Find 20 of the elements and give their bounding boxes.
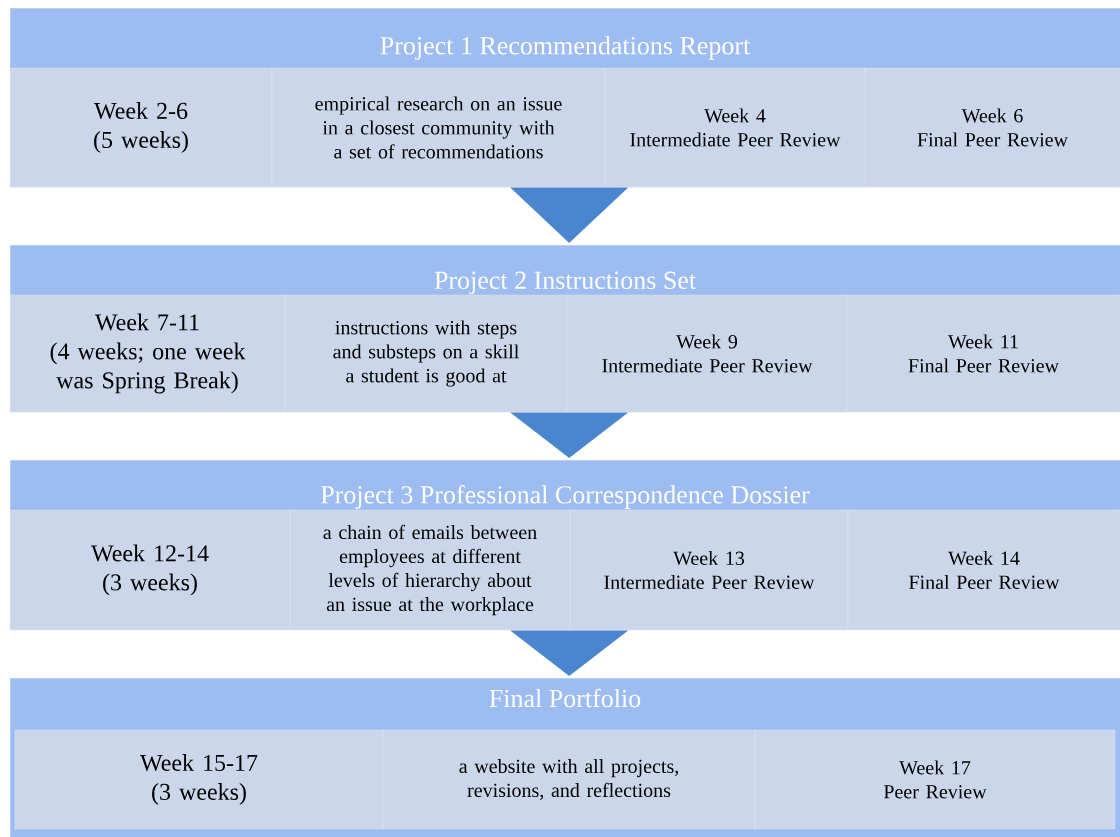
- table-cell: Week 17 Peer Review: [754, 729, 1116, 830]
- chevron-arrow: [510, 412, 629, 458]
- node-label: Final Peer Review: [909, 574, 1060, 590]
- table-cell: Week 4 Intermediate Peer Review: [604, 67, 866, 188]
- table-cell: Week 6 Final Peer Review: [864, 67, 1120, 188]
- table-cell: Week 7-11 (4 weeks; one week was Spring Break): [9, 294, 286, 413]
- table-cell: Week 15-17 (3 weeks): [14, 729, 384, 830]
- table-cell: a website with all projects, revisions, and reflections: [382, 729, 756, 830]
- table-cell: Week 12-14 (3 weeks): [9, 509, 291, 631]
- table-cell: Week 2-6 (5 weeks): [9, 67, 273, 188]
- table-cell: empirical research on an issue in a closest community with a set of recommendations: [271, 67, 606, 188]
- table-cell: Week 9 Intermediate Peer Review: [566, 294, 848, 413]
- table-cell: Week 11 Final Peer Review: [846, 294, 1120, 413]
- table-cell: instructions with steps and substeps on a skill a student is good at: [284, 294, 568, 413]
- table-cell: Week 14 Final Peer Review: [847, 509, 1120, 631]
- table-cell: a chain of emails between employees at different levels of hierarchy about an issue at the workplace: [289, 509, 571, 631]
- node-label: Week 14: [948, 550, 1020, 566]
- table-cell: Week 13 Intermediate Peer Review: [569, 509, 849, 631]
- chevron-arrow: [510, 187, 629, 243]
- chevron-arrow: [510, 630, 629, 676]
